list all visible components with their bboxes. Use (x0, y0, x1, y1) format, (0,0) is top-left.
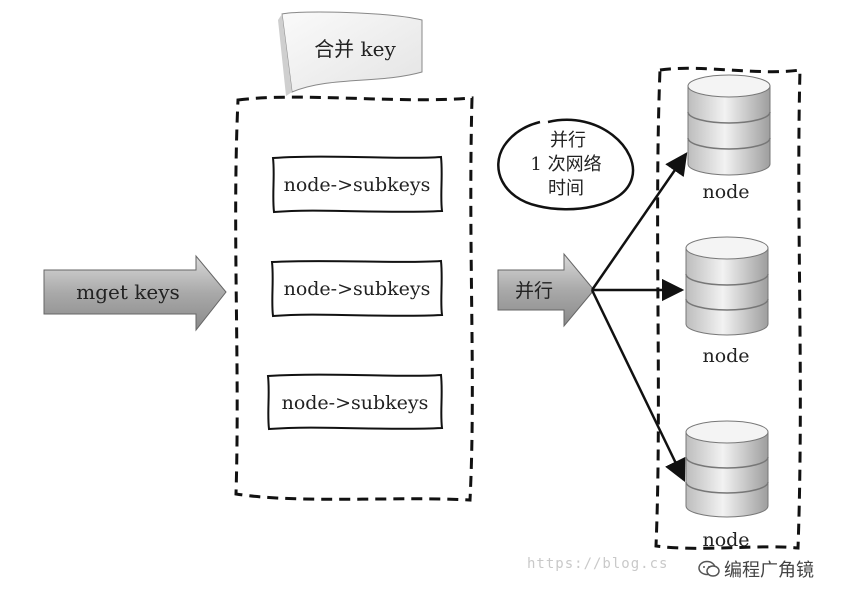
fanout-line-bottom (590, 289, 686, 483)
subkeys-container (234, 95, 474, 502)
database-icon (685, 236, 769, 336)
callout-line-2: 1 次网络 (530, 154, 601, 175)
parallel-callout: 并行 1 次网络 时间 (497, 118, 635, 211)
mget-keys-arrow: mget keys (43, 254, 227, 332)
database-icon (687, 74, 771, 176)
nodes-container (654, 66, 802, 550)
merge-key-label: 合并 key (314, 37, 396, 61)
subkey-label: node->subkeys (282, 392, 429, 414)
mget-keys-label: mget keys (76, 280, 180, 304)
subkey-label: node->subkeys (284, 278, 431, 300)
watermark-url: https://blog.cs (527, 556, 669, 572)
wechat-icon (698, 560, 720, 577)
node-label: node (702, 529, 749, 551)
parallel-arrow: 并行 (497, 252, 595, 328)
subkey-box: node->subkeys (271, 155, 444, 214)
callout-line-3: 时间 (548, 178, 584, 199)
subkey-label: node->subkeys (284, 174, 431, 196)
parallel-arrow-label: 并行 (515, 280, 553, 302)
subkey-box: node->subkeys (270, 259, 444, 318)
database-icon (685, 420, 769, 518)
node-label: node (702, 181, 749, 203)
subkey-box: node->subkeys (266, 373, 444, 431)
brand-badge: 编程广角镜 (698, 556, 814, 582)
fanout-line-top (590, 152, 688, 291)
brand-name: 编程广角镜 (724, 560, 814, 581)
node-label: node (702, 345, 749, 367)
callout-line-1: 并行 (550, 130, 586, 151)
merge-key-note: 合并 key (278, 11, 423, 96)
